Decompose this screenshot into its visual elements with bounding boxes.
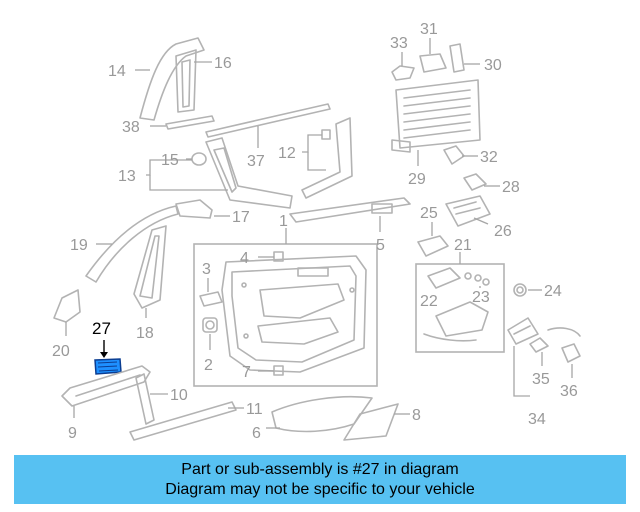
part-29-sunshade [391, 79, 481, 153]
callout-32: 32 [480, 149, 498, 166]
callout-5: 5 [376, 237, 385, 254]
callout-16: 16 [214, 55, 232, 72]
callout-38: 38 [122, 119, 140, 136]
banner-line-disclaimer: Diagram may not be specific to your vehi… [165, 481, 475, 498]
part-38-strip [165, 115, 215, 130]
callout-20: 20 [52, 343, 70, 360]
part-27-highlighted [94, 358, 122, 375]
callout-9: 9 [68, 425, 77, 442]
callout-7: 7 [242, 364, 251, 381]
callout-14: 14 [108, 63, 126, 80]
part-6-pocket [271, 395, 373, 433]
callout-36: 36 [560, 383, 578, 400]
part-31-guide [419, 53, 447, 73]
part-17-bracket [175, 199, 213, 219]
part-5-handle-strip [289, 197, 411, 223]
callout-17: 17 [232, 209, 250, 226]
callout-24: 24 [544, 283, 562, 300]
callout-11: 11 [246, 401, 263, 418]
part-30-hook [449, 43, 465, 73]
callout-29: 29 [408, 171, 426, 188]
part-34-switch-assembly [507, 317, 539, 345]
banner-line-part: Part or sub-assembly is #27 in diagram [181, 461, 459, 478]
part-14-window-frame [139, 37, 205, 121]
callout-21: 21 [454, 237, 472, 254]
part-2-grommet [202, 317, 218, 333]
part-36-harness [547, 327, 581, 363]
part-9-armrest [61, 365, 151, 407]
callout-8: 8 [412, 407, 421, 424]
part-26-switch-panel [445, 195, 491, 227]
callout-22: 22 [420, 293, 438, 310]
callout-10: 10 [170, 387, 188, 404]
callout-18: 18 [136, 325, 154, 342]
callout-23: 23 [472, 289, 490, 306]
callout-35: 35 [532, 371, 550, 388]
callout-1: 1 [279, 213, 288, 230]
part-12-pillar-trim [301, 117, 353, 199]
part-33-bracket [391, 65, 415, 81]
callout-3: 3 [202, 261, 211, 278]
part-37-belt-strip [205, 103, 331, 138]
callout-12: 12 [278, 145, 296, 162]
part-13-window-trim [191, 137, 293, 209]
callout-27: 27 [92, 319, 111, 338]
callout-34: 34 [528, 411, 546, 428]
callout-6: 6 [252, 425, 261, 442]
callout-31: 31 [420, 21, 438, 38]
part-10-trim-strip [135, 373, 155, 425]
callout-33: 33 [390, 35, 408, 52]
callout-28: 28 [502, 179, 520, 196]
callout-25: 25 [420, 205, 438, 222]
part-28-switch [463, 173, 487, 191]
part-21-handle-assembly [415, 263, 505, 353]
part-25-handle [417, 235, 449, 257]
callout-4: 4 [240, 250, 249, 267]
callout-19: 19 [70, 237, 88, 254]
part-24-grommet [513, 283, 527, 297]
part-8-panel [343, 403, 399, 441]
callout-37: 37 [247, 153, 265, 170]
callout-30: 30 [484, 57, 502, 74]
part-20-cap [53, 289, 81, 323]
part-18-b-pillar [133, 225, 167, 309]
part-32-clip [443, 145, 465, 165]
part-19-pillar-trim [85, 205, 179, 283]
callout-2: 2 [204, 357, 213, 374]
callout-15: 15 [161, 152, 179, 169]
callout-13: 13 [118, 168, 136, 185]
part-35-bulb [529, 337, 549, 353]
callout-26: 26 [494, 223, 512, 240]
info-banner: Part or sub-assembly is #27 in diagram D… [14, 455, 626, 504]
part-11-sill-strip [129, 401, 237, 441]
part-3-clip [199, 291, 223, 307]
part-1-door-panel [193, 243, 378, 387]
